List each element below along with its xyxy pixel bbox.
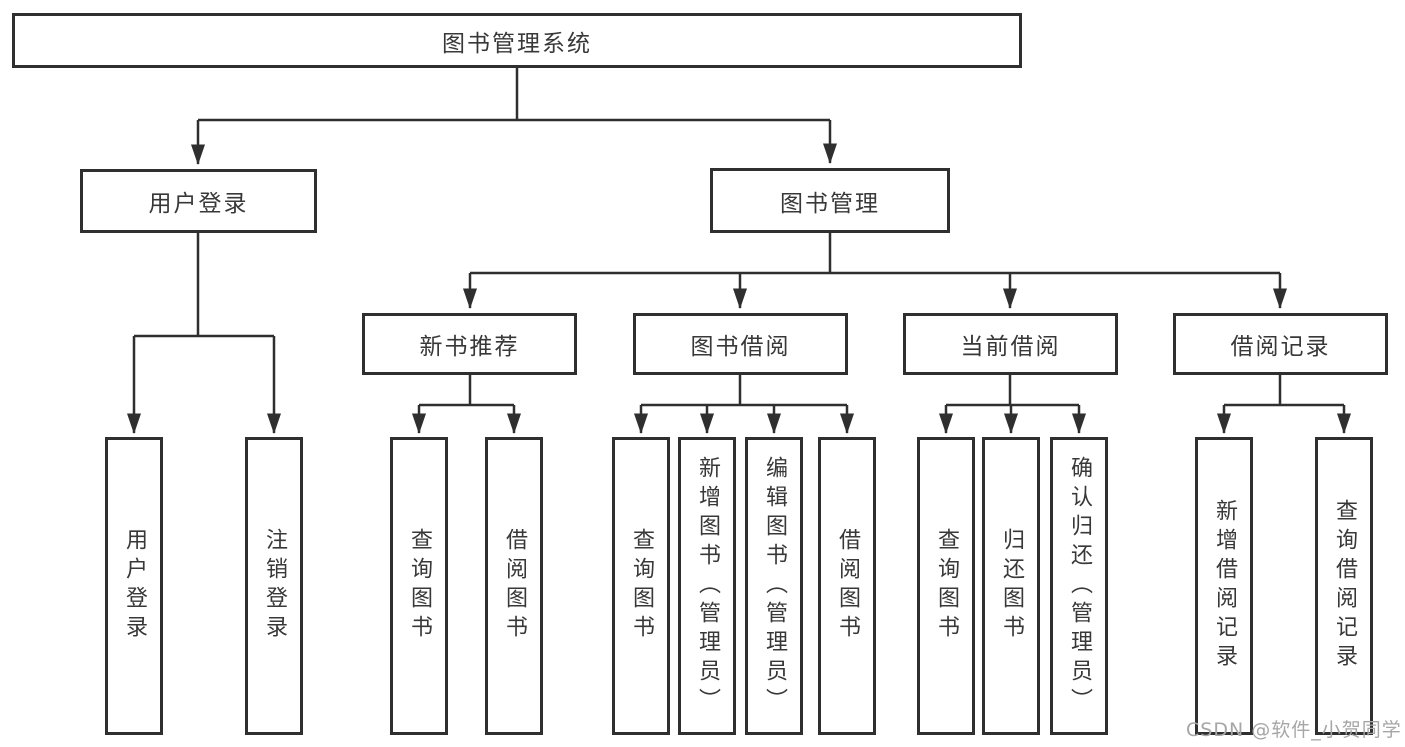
node-root: 图书管理系统	[12, 13, 1022, 68]
node-leaf-borrow-books: 借阅图书	[818, 437, 876, 735]
node-leaf-edit-books-admin: 编辑图书（管理员）	[745, 437, 803, 735]
node-leaf-add-books-admin: 新增图书（管理员）	[678, 437, 736, 735]
node-leaf-add-borrow-record: 新增借阅记录	[1195, 437, 1253, 735]
node-book-borrow: 图书借阅	[633, 313, 848, 375]
node-user-login: 用户登录	[80, 169, 317, 233]
node-leaf-confirm-return-admin: 确认归还（管理员）	[1050, 437, 1108, 735]
node-leaf-query-borrow-record: 查询借阅记录	[1315, 437, 1373, 735]
node-leaf-recommend-query-books: 查询图书	[390, 437, 448, 735]
node-leaf-current-query-books: 查询图书	[917, 437, 975, 735]
node-leaf-borrow-query-books: 查询图书	[612, 437, 670, 735]
node-new-book-recommend: 新书推荐	[362, 313, 577, 375]
node-borrow-records: 借阅记录	[1173, 313, 1388, 375]
csdn-watermark: CSDN @软件_小贺同学	[1186, 719, 1402, 741]
node-current-borrow: 当前借阅	[903, 313, 1118, 375]
node-leaf-user-login: 用户登录	[105, 437, 163, 735]
node-leaf-recommend-borrow-books: 借阅图书	[485, 437, 543, 735]
node-leaf-return-books: 归还图书	[982, 437, 1040, 735]
node-leaf-logout: 注销登录	[245, 437, 303, 735]
node-book-management: 图书管理	[710, 168, 950, 233]
